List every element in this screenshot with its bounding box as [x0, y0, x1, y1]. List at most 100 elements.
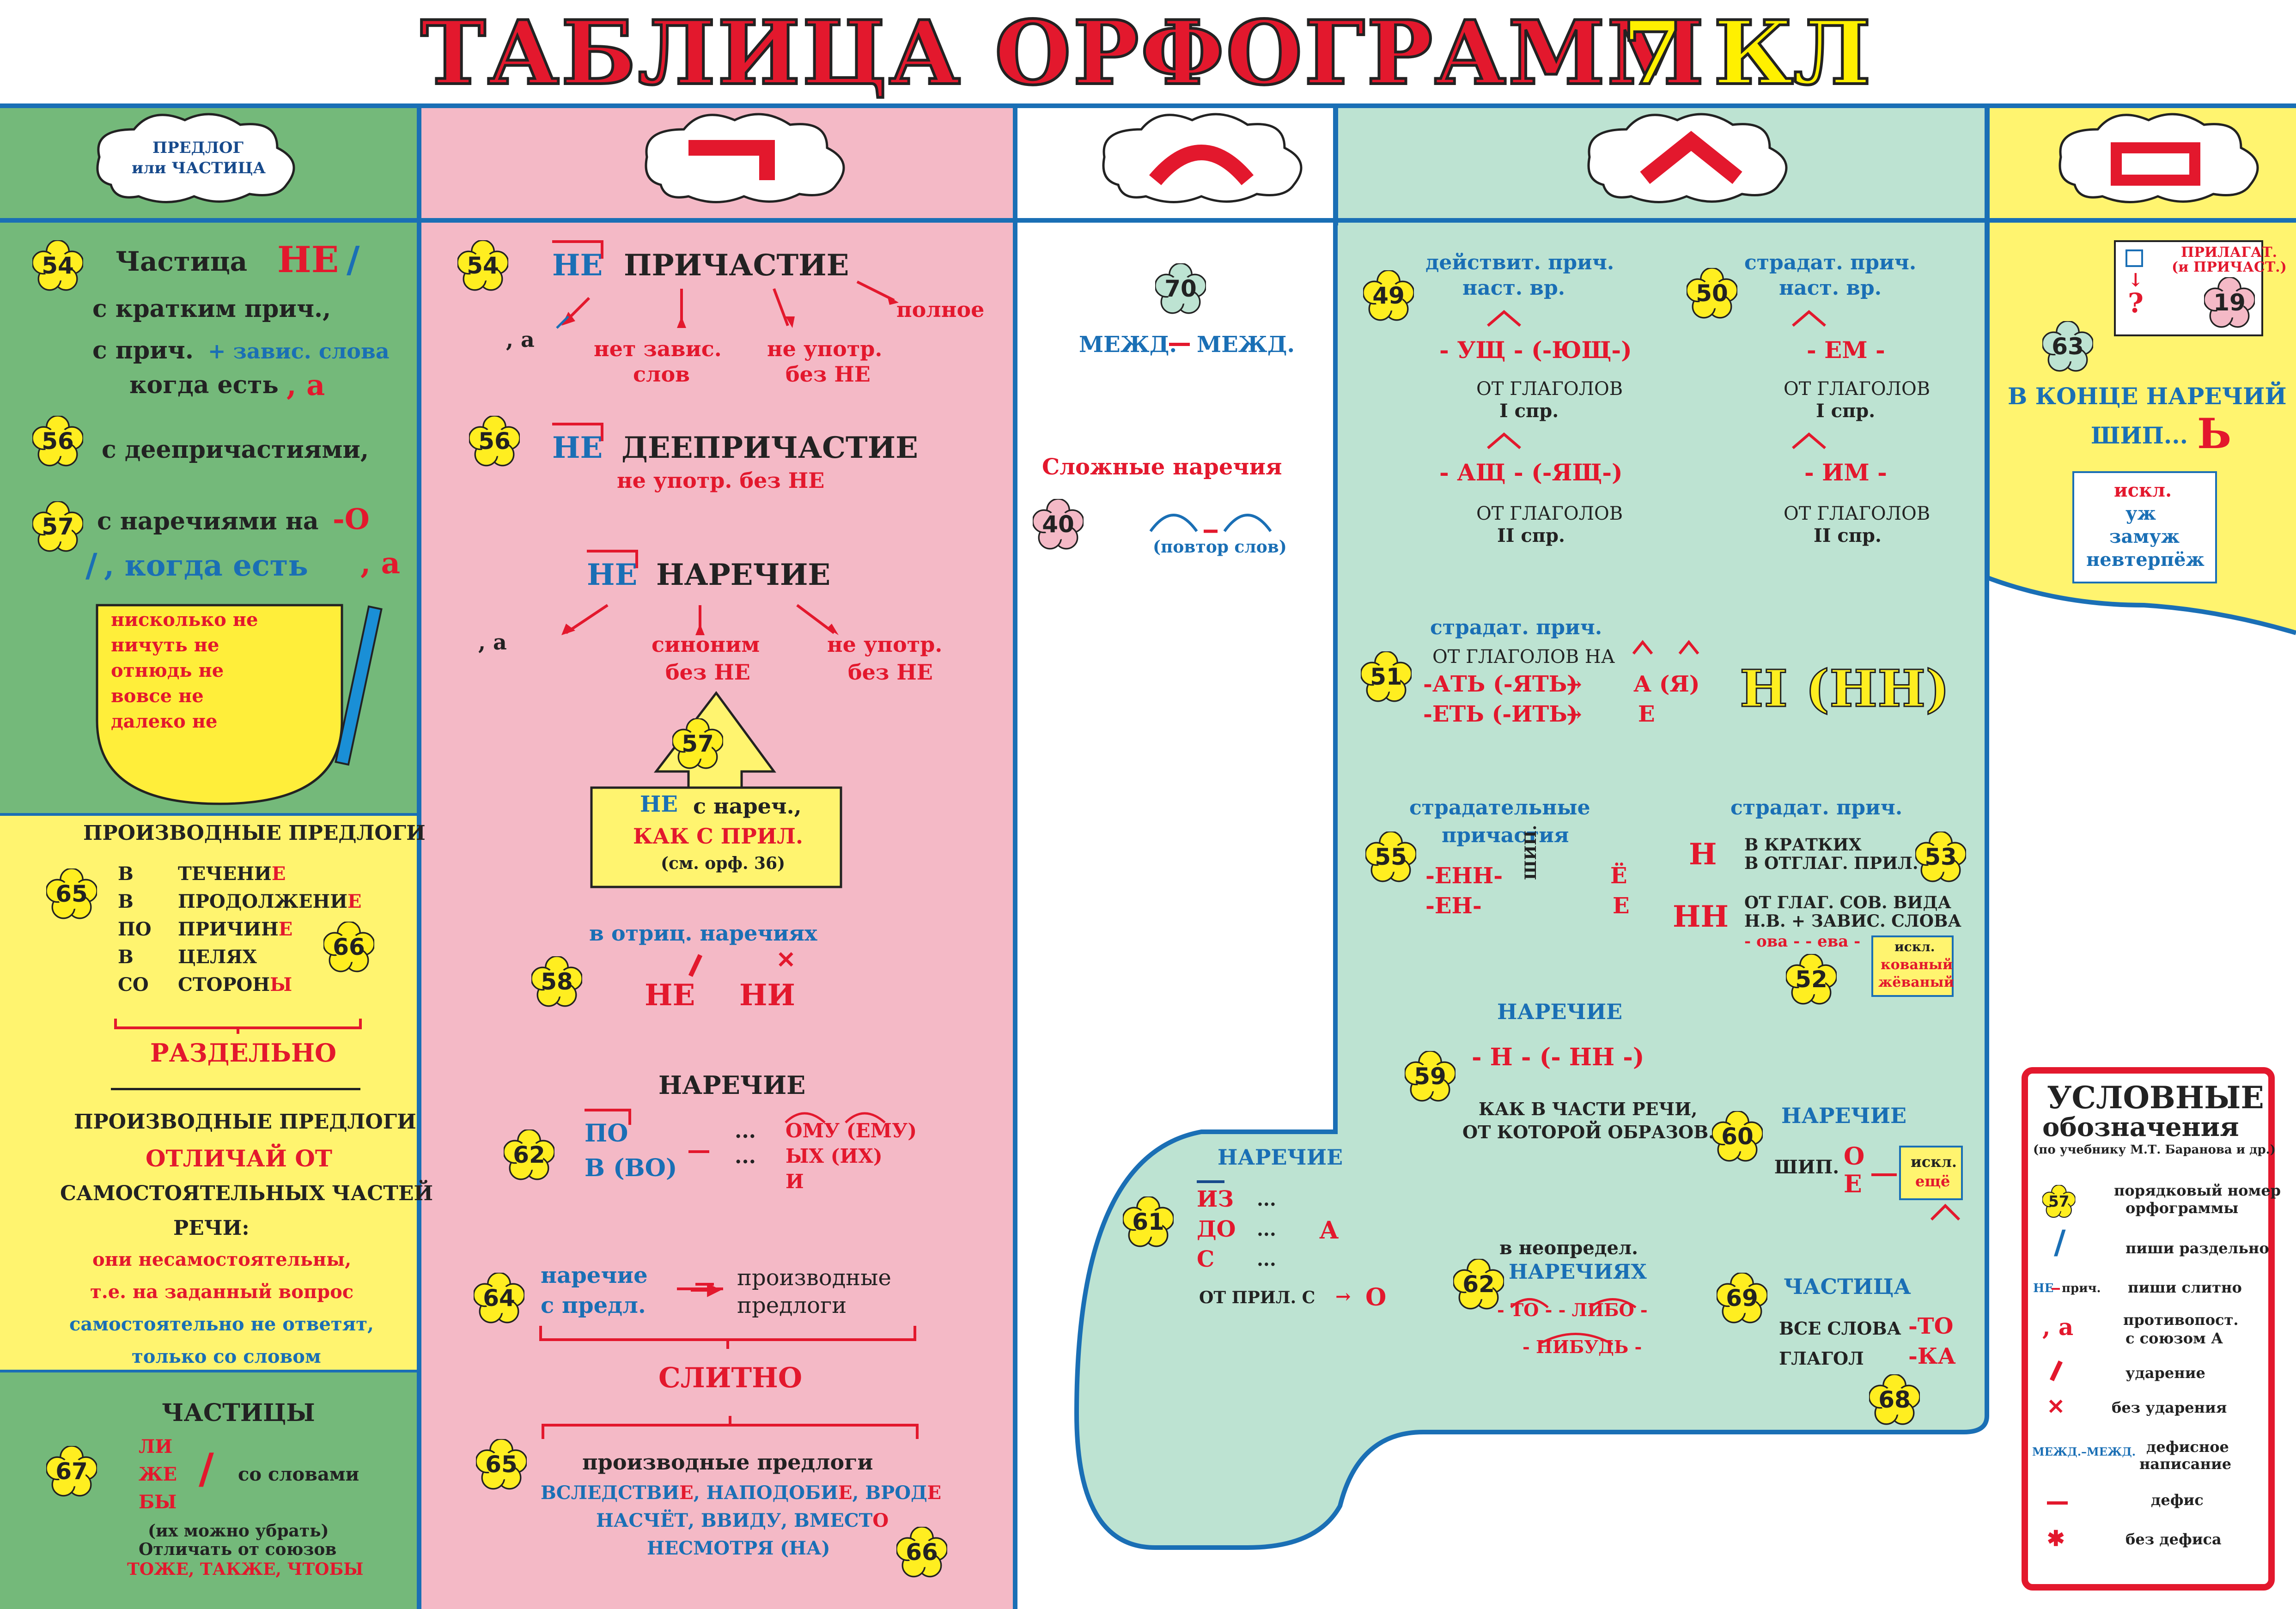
c2-ne3: НЕ — [587, 558, 638, 592]
pr-left-1: В — [118, 863, 134, 885]
legend-nodash: ✱ — [2047, 1526, 2065, 1551]
particles-title: ЧАСТИЦЫ — [162, 1399, 315, 1427]
c4-gl-2: Н.В. + ЗАВИС. СЛОВА — [1744, 911, 1961, 931]
c4-ova: - ова - - ева - — [1744, 932, 1861, 951]
c4-ka: -КА — [1908, 1343, 1956, 1369]
c4-iskl1-3: жёваный — [1878, 974, 1954, 990]
v3 — [1334, 105, 1338, 225]
c1-line5a: с наречиями на — [97, 507, 319, 535]
c3-mezh1: МЕЖД. — [1079, 332, 1177, 358]
legend-i4a: противопост. — [2123, 1311, 2239, 1329]
c2-ne-upotr2-1: не употр. — [827, 632, 943, 657]
pr3-4: только со словом — [132, 1346, 321, 1367]
c4-do: ДО — [1197, 1216, 1236, 1242]
c4-gl-1: ОТ ГЛАГ. СОВ. ВИДА — [1744, 893, 1951, 912]
c2-pr-line3: НЕСМОТРЯ (НА) — [647, 1537, 830, 1559]
c4-vse: ВСЕ СЛОВА — [1779, 1318, 1901, 1339]
c4-dots-2: ... — [1257, 1219, 1276, 1240]
v2 — [1013, 105, 1017, 1609]
legend-i6: без ударения — [2112, 1399, 2227, 1416]
c2-badge-54: 54 — [457, 239, 509, 291]
c5-iskl-2: уж — [2125, 503, 2156, 524]
legend-sub: (по учебнику М.Т. Баранова и др.) — [2033, 1143, 2276, 1157]
c4-to: - ТО - - ЛИБО - — [1497, 1299, 1648, 1320]
c4-im: - ИМ - — [1804, 459, 1887, 486]
ne1-bar — [552, 240, 603, 243]
badge-56: 56 — [31, 415, 84, 467]
c4-ship2: ШИП. — [1774, 1156, 1839, 1178]
c2-nar-pred-1: наречие — [541, 1263, 648, 1288]
part-slash: / — [199, 1444, 214, 1493]
c4-sp2: страдат. прич. — [1730, 796, 1903, 820]
c2-pr-title: производные предлоги — [582, 1450, 873, 1475]
c2-badge-65: 65 — [475, 1438, 528, 1490]
c2-nar2: НАРЕЧИЕ — [658, 1070, 806, 1100]
c4-iz: ИЗ — [1197, 1186, 1234, 1212]
c4-nar2: НАРЕЧИЕ — [1781, 1103, 1907, 1128]
c4-enn: -ЕНН- — [1425, 863, 1503, 889]
c2-pr-line2: НАСЧЁТ, ВВИДУ, ВМЕСТО — [596, 1510, 889, 1531]
c2-ih: ЫХ (ИХ) — [786, 1145, 883, 1167]
c1-line6a: / — [85, 546, 97, 584]
c4-yo: Ё — [1610, 863, 1627, 889]
c2-deepr: ДЕЕПРИЧАСТИЕ — [621, 431, 918, 465]
box-line-5: далеко не — [111, 710, 218, 732]
part-li: ЛИ — [139, 1436, 173, 1457]
c4-dots-1: ... — [1257, 1189, 1276, 1210]
c2-a: , а — [506, 327, 535, 352]
c2-deepr-sub: не употр. без НЕ — [617, 468, 825, 493]
c1-line6c: , а — [360, 546, 401, 581]
c1-line2b: + завис. слова — [208, 339, 390, 364]
c2-ne-upotr2-2: без НЕ — [848, 660, 933, 685]
box-line-1: нисколько не — [111, 609, 258, 631]
c4-dots-3: ... — [1257, 1249, 1276, 1270]
c4-iskl2-2: ещё — [1915, 1172, 1950, 1190]
c3-arcs — [1149, 514, 1272, 533]
c4-badge-60: 60 — [1711, 1110, 1764, 1162]
c4-ot2-1: ОТ ГЛАГОЛОВ — [1476, 503, 1623, 524]
c4-s2b: ОТ ГЛАГОЛОВ НА — [1432, 646, 1615, 668]
c4-kr-2: В ОТГЛАГ. ПРИЛ. — [1744, 854, 1918, 873]
badge-65a: 65 — [45, 868, 98, 919]
razdelno: РАЗДЕЛЬНО — [150, 1038, 337, 1068]
c2-dots1: ... — [735, 1119, 756, 1143]
c4-s1-2: наст. вр. — [1779, 276, 1882, 300]
c2-nar: НАРЕЧИЕ — [656, 558, 831, 592]
ne-label: НЕ — [277, 239, 339, 281]
pr2b-2: РЕЧИ: — [173, 1216, 250, 1240]
c4-ot4-2: II спр. — [1814, 525, 1882, 546]
c4-e2-arrow — [1871, 1173, 1897, 1176]
c4-glag: ГЛАГОЛ — [1779, 1348, 1864, 1369]
v1 — [417, 105, 421, 1609]
c4-oo: О — [1365, 1283, 1387, 1311]
razd-rule — [111, 1088, 360, 1090]
c4-kr-1: В КРАТКИХ — [1744, 835, 1862, 855]
c4-badge-52: 52 — [1785, 953, 1838, 1005]
c4-ot4-1: ОТ ГЛАГОЛОВ — [1784, 503, 1931, 524]
legend-i8: дефис — [2151, 1491, 2204, 1509]
page-title: ТАБЛИЦА ОРФОГРАММ — [419, 1, 1706, 104]
c2-badge-56: 56 — [468, 415, 521, 467]
c2-arrow64-head: ▶ — [707, 1278, 721, 1299]
po-bar — [585, 1109, 631, 1111]
c4-badge-51: 51 — [1360, 650, 1413, 702]
c5-konec: В КОНЦЕ НАРЕЧИЙ — [2008, 383, 2287, 410]
c5-pril-1: ПРИЛАГАТ. — [2181, 244, 2278, 261]
shield-box — [96, 604, 343, 805]
ne2-bar — [552, 423, 603, 425]
c2-otric: в отриц. наречиях — [589, 921, 817, 946]
c1-line2a: с прич. — [92, 336, 194, 364]
c4-badge-61: 61 — [1122, 1196, 1175, 1247]
arrow57-box — [590, 691, 842, 888]
c4-iskl2-1: искл. — [1911, 1153, 1957, 1171]
pr-right-2: ПРОДОЛЖЕНИЕ — [178, 891, 362, 912]
part-note2: Отличать от союзов — [139, 1540, 337, 1559]
pr3-1: они несамостоятельны, — [92, 1249, 352, 1270]
c3-badge-70: 70 — [1154, 262, 1207, 314]
c4-ot1-1: ОТ ГЛАГОЛОВ — [1476, 378, 1623, 400]
legend-x: ✕ — [2047, 1394, 2065, 1419]
grade-title: 7 КЛ — [1620, 1, 1872, 104]
c2-ni: НИ — [739, 978, 795, 1013]
bracket-1 — [114, 1019, 362, 1034]
